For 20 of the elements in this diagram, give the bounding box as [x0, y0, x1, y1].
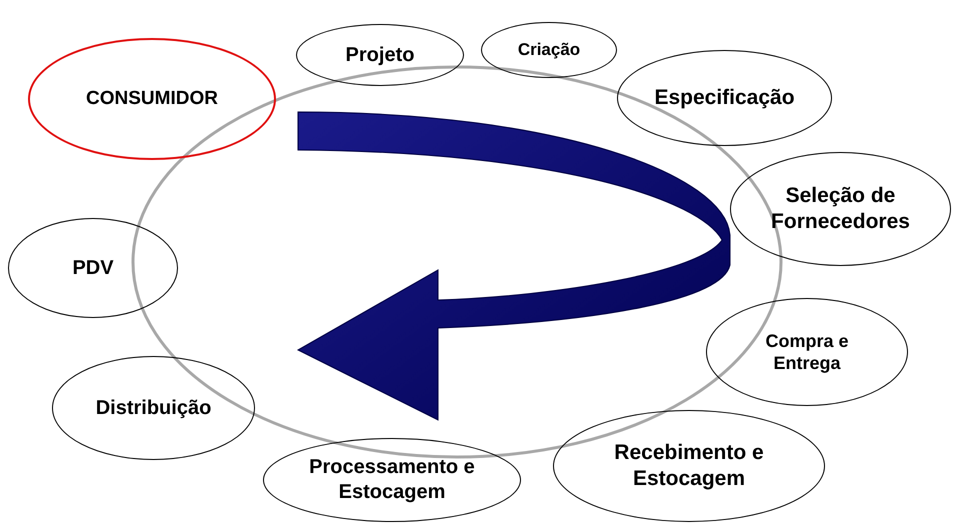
node-label: Compra e Entrega: [764, 330, 850, 374]
ellipse-node: [263, 438, 521, 522]
ellipse-node: [481, 22, 617, 78]
node-label: Criação: [518, 39, 580, 61]
ellipse-node: [553, 410, 825, 522]
node-label: Projeto: [346, 42, 414, 68]
node-label: Processamento e Estocagem: [308, 455, 476, 505]
ellipse-node: [617, 50, 832, 146]
node-label: Distribuição: [96, 396, 212, 420]
ellipse-node: [296, 24, 464, 86]
node-label: Seleção de Fornecedores: [770, 182, 911, 235]
ellipse-node: [52, 356, 255, 460]
node-label: Especificação: [654, 84, 795, 111]
ellipse-node: [28, 38, 276, 160]
ellipse-node: [706, 298, 908, 406]
ellipse-node: [8, 218, 178, 318]
node-label: Recebimento e Estocagem: [613, 440, 765, 492]
node-label: PDV: [72, 256, 114, 280]
node-label: CONSUMIDOR: [86, 87, 218, 111]
ellipse-node: [730, 152, 951, 266]
